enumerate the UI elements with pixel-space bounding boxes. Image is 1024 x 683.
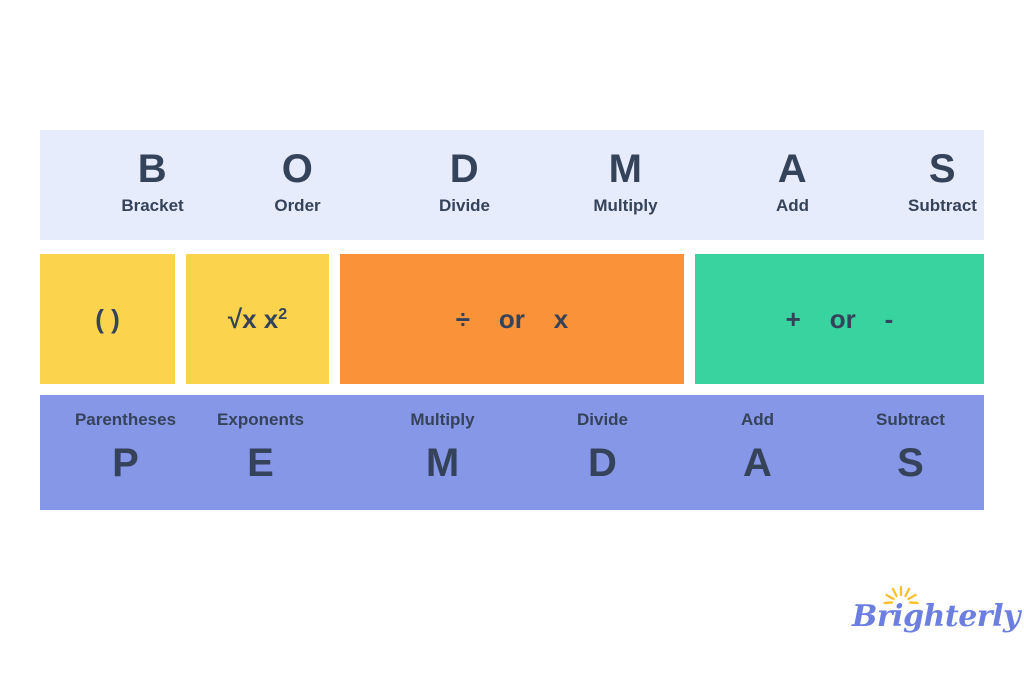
bodmas-letter-d: D (449, 147, 480, 191)
bodmas-header-band: B Bracket O Order D Divide M Multiply A … (40, 130, 984, 240)
pemdas-letter-p: P (112, 441, 139, 485)
brighterly-logo: Brighterly (852, 586, 1020, 642)
pemdas-word-parentheses: Parentheses (74, 410, 177, 429)
operator-symbols-add-subtract: + or - (695, 304, 984, 334)
pemdas-word-add: Add (740, 410, 775, 429)
root-and-base-symbol: √x x (227, 304, 279, 334)
pemdas-cell-d: Divide D (530, 395, 675, 510)
pemdas-cell-e: Exponents E (188, 395, 333, 510)
bodmas-letter-s: S (928, 147, 957, 191)
pemdas-letter-e: E (247, 441, 274, 485)
pemdas-letter-a: A (743, 441, 772, 485)
bodmas-letter-m: M (608, 147, 643, 191)
bodmas-word-order: Order (274, 196, 321, 215)
brighterly-wordmark: Brighterly (852, 599, 1020, 634)
bodmas-cell-m: M Multiply (553, 130, 698, 240)
bodmas-letter-a: A (777, 147, 808, 191)
bodmas-cell-b: B Bracket (80, 130, 225, 240)
plus-or-minus-symbol: + or - (785, 304, 894, 334)
pemdas-cell-s: Subtract S (838, 395, 983, 510)
pemdas-cell-m: Multiply M (370, 395, 515, 510)
pemdas-word-subtract: Subtract (876, 410, 945, 429)
pemdas-cell-a: Add A (685, 395, 830, 510)
bodmas-cell-a: A Add (720, 130, 865, 240)
operator-box-add-subtract: + or - (695, 254, 984, 384)
operator-symbols-multiply-divide: ÷ or x (340, 304, 684, 334)
pemdas-letter-m: M (425, 441, 460, 485)
bodmas-word-multiply: Multiply (593, 196, 658, 215)
bodmas-cell-d: D Divide (392, 130, 537, 240)
pemdas-cell-p: Parentheses P (53, 395, 198, 510)
pemdas-footer-band: Parentheses P Exponents E Multiply M Div… (40, 395, 984, 510)
pemdas-word-divide: Divide (576, 410, 629, 429)
bracket-symbol: ( ) (95, 304, 120, 334)
pemdas-letter-s: S (897, 441, 924, 485)
bodmas-word-add: Add (775, 196, 810, 215)
bodmas-word-bracket: Bracket (121, 196, 184, 215)
bodmas-word-divide: Divide (438, 196, 491, 215)
pemdas-word-multiply: Multiply (410, 410, 475, 429)
bodmas-word-subtract: Subtract (908, 196, 977, 215)
bodmas-letter-b: B (137, 147, 168, 191)
bodmas-cell-s: S Subtract (870, 130, 1015, 240)
operator-box-multiply-divide: ÷ or x (340, 254, 684, 384)
bodmas-letter-o: O (281, 147, 314, 191)
pemdas-letter-d: D (588, 441, 617, 485)
divide-or-multiply-symbol: ÷ or x (455, 304, 569, 334)
sunburst-icon (883, 586, 919, 605)
pemdas-word-exponents: Exponents (217, 410, 304, 429)
bodmas-cell-o: O Order (225, 130, 370, 240)
operator-box-brackets: ( ) (40, 254, 175, 384)
operator-symbols-brackets: ( ) (40, 304, 175, 334)
